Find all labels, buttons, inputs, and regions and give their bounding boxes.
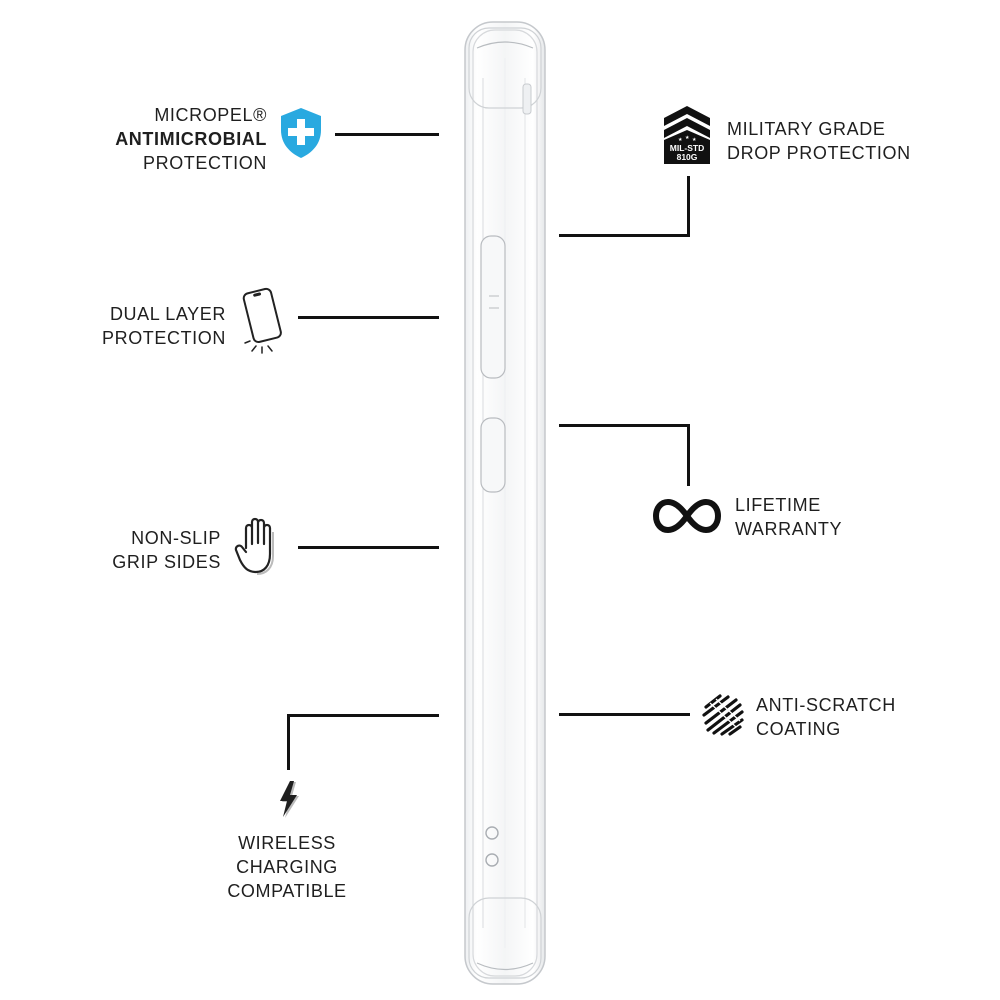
lightning-bolt-icon (272, 777, 304, 821)
shield-plus-icon (277, 106, 325, 160)
military-label: MILITARY GRADE DROP PROTECTION (727, 117, 911, 165)
warranty-line2: WARRANTY (735, 519, 843, 539)
military-line1: MILITARY GRADE (727, 119, 886, 139)
warranty-line1: LIFETIME (735, 495, 821, 515)
wireless-connector-vertical (287, 714, 290, 770)
antimicrobial-label: MICROPEL® ANTIMICROBIAL PROTECTION (115, 103, 267, 175)
badge-line1: MIL-STD (670, 143, 704, 153)
dual-layer-connector-line (298, 316, 439, 319)
wireless-connector-horizontal (287, 714, 439, 717)
wireless-line2: CHARGING (236, 857, 338, 877)
military-connector-vertical (687, 176, 690, 237)
scratch-connector-line (559, 713, 690, 716)
warranty-label: LIFETIME WARRANTY (735, 493, 842, 541)
phone-icon (236, 284, 292, 354)
antimicrobial-line3: PROTECTION (142, 153, 267, 173)
scratch-line2: COATING (756, 719, 841, 739)
phone-case-side-view (455, 18, 555, 988)
grip-label: NON-SLIP GRIP SIDES (112, 526, 221, 574)
military-chevron-badge-icon: ★ ★ ★ MIL-STD 810G (660, 104, 714, 166)
badge-line2: 810G (677, 152, 698, 162)
scratch-label: ANTI-SCRATCH COATING (756, 693, 896, 741)
svg-text:★: ★ (685, 135, 690, 141)
antimicrobial-line1: MICROPEL® (154, 105, 267, 125)
antimicrobial-line2: ANTIMICROBIAL (115, 129, 267, 149)
wireless-label: WIRELESS CHARGING COMPATIBLE (207, 831, 367, 903)
scratch-line1: ANTI-SCRATCH (756, 695, 896, 715)
grip-connector-line (298, 546, 439, 549)
scratch-pattern-icon (700, 693, 746, 737)
svg-text:★: ★ (692, 137, 697, 143)
hand-icon (232, 514, 284, 576)
dual-layer-line1: DUAL LAYER (109, 304, 226, 324)
dual-layer-line2: PROTECTION (101, 328, 226, 348)
military-connector-horizontal (559, 234, 690, 237)
infinity-icon (652, 496, 722, 536)
wireless-line1: WIRELESS (238, 833, 336, 853)
military-line2: DROP PROTECTION (727, 143, 911, 163)
antimicrobial-connector-line (335, 133, 439, 136)
dual-layer-label: DUAL LAYER PROTECTION (102, 302, 226, 350)
grip-line1: NON-SLIP (131, 528, 221, 548)
wireless-line3: COMPATIBLE (227, 881, 347, 901)
grip-line2: GRIP SIDES (112, 552, 221, 572)
warranty-connector-vertical (687, 424, 690, 486)
warranty-connector-horizontal (559, 424, 690, 427)
svg-text:★: ★ (678, 137, 683, 143)
